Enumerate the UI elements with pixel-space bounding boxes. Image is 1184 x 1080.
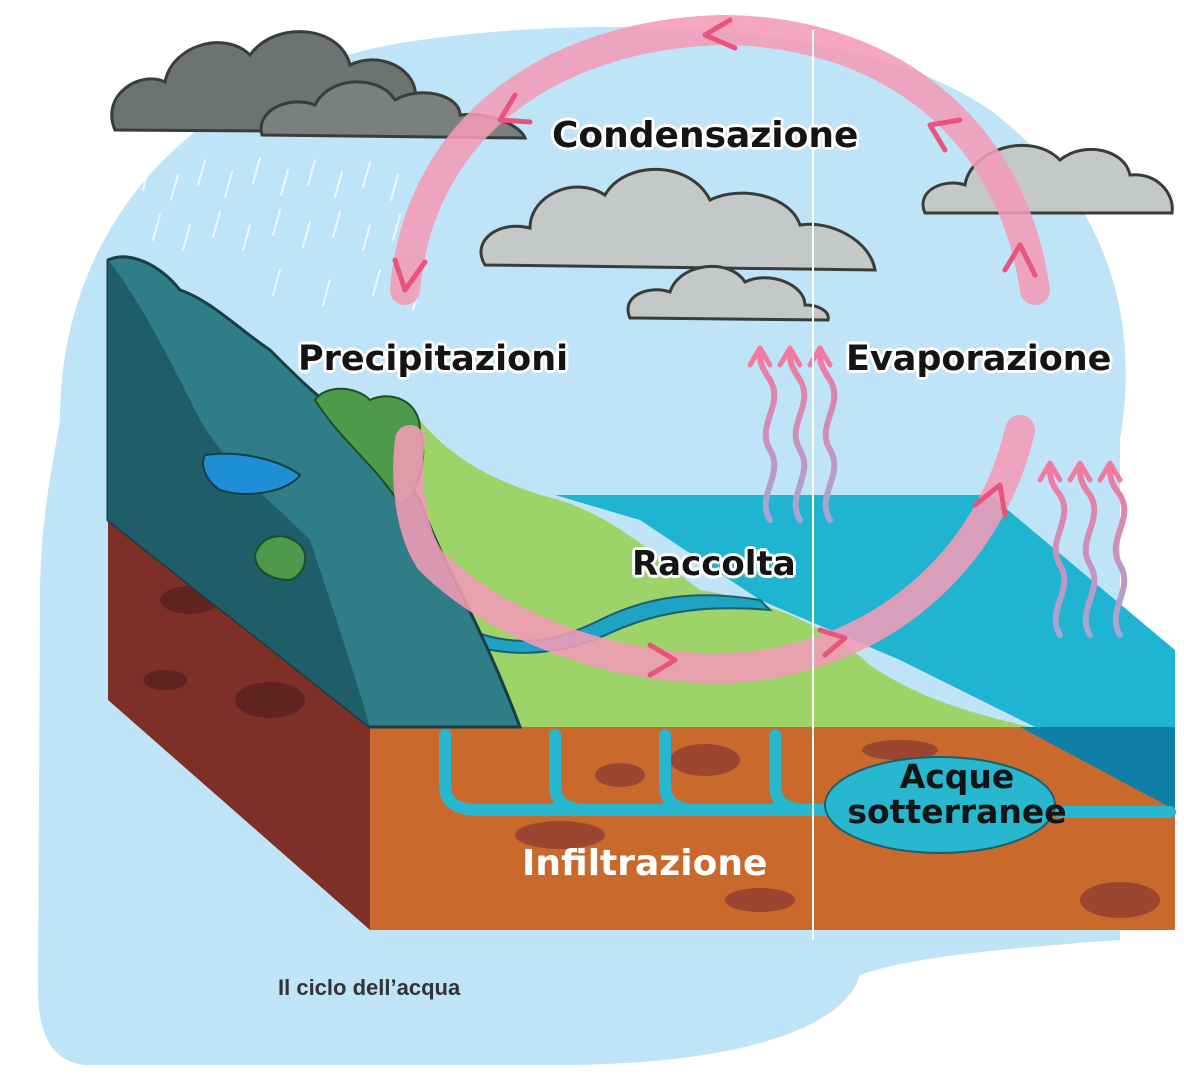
mountain-lake: [202, 452, 302, 496]
rain-lines: [122, 157, 421, 311]
sea-surface: [555, 495, 1175, 800]
soil-rocks: [143, 586, 1160, 918]
evaporation-arrows: [757, 352, 1128, 638]
infiltration-pipes: [439, 729, 1176, 818]
soil-side-face: [108, 520, 370, 930]
label-precipitazioni: Precipitazioni: [298, 339, 569, 379]
label-evaporazione: Evaporazione: [846, 339, 1112, 379]
label-acque-line2: sotterranee: [847, 791, 1067, 831]
cycle-arrow: [390, 14, 1050, 684]
label-acque-sotterranee: Acque sotterranee: [832, 757, 1082, 831]
cloud-light-center: [479, 167, 877, 322]
sea-front-face: [1020, 727, 1175, 810]
groundwater-pool: [824, 756, 1056, 854]
label-raccolta: Raccolta: [632, 544, 796, 584]
label-acque-line1: Acque: [899, 757, 1015, 796]
diagram-caption: Il ciclo dell’acqua: [278, 975, 461, 1000]
cycle-arrow-chevrons: [392, 17, 1038, 678]
label-infiltrazione: Infiltrazione: [522, 843, 768, 884]
label-condensazione: Condensazione: [552, 115, 859, 156]
